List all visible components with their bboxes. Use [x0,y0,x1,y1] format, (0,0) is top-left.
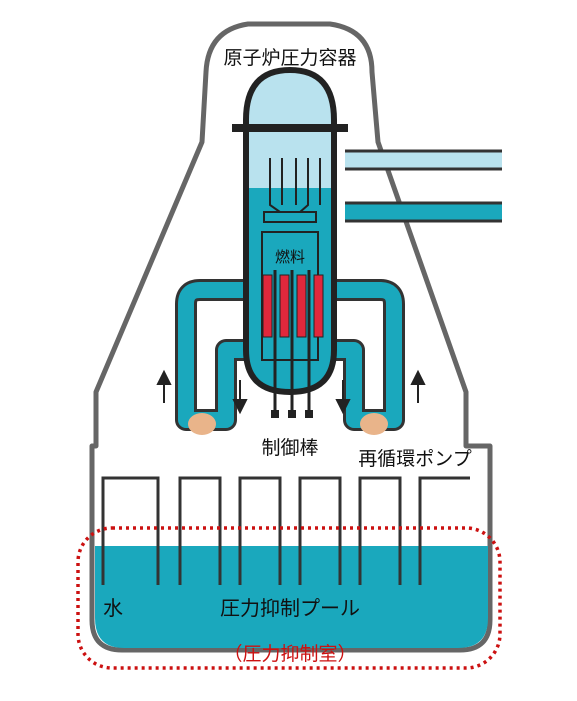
recirc-pump-label: 再循環ポンプ [358,448,471,470]
flow-arrows [156,369,426,415]
water-label: 水 [103,596,123,620]
downcomer-pipes [101,476,470,585]
fuel-label: 燃料 [275,248,305,266]
recirc-pump-left [188,413,216,435]
control-rods-label: 制御棒 [261,437,318,459]
vessel-label: 原子炉圧力容器 [223,47,356,69]
recirc-pump-right [360,413,388,435]
suppression-chamber-outline [76,526,502,670]
pool-label: 圧力抑制プール [220,596,360,620]
suppression-pool-water [95,546,488,648]
feedwater-pipe [345,201,502,223]
chamber-label: （圧力抑制室） [223,643,356,665]
core-shroud [261,231,319,361]
containment-outline [89,21,493,653]
pressure-vessel [232,66,348,396]
steam-separators [263,158,321,223]
control-rods [273,270,311,418]
fuel-assemblies [262,274,324,338]
steam-pipe [345,149,502,171]
